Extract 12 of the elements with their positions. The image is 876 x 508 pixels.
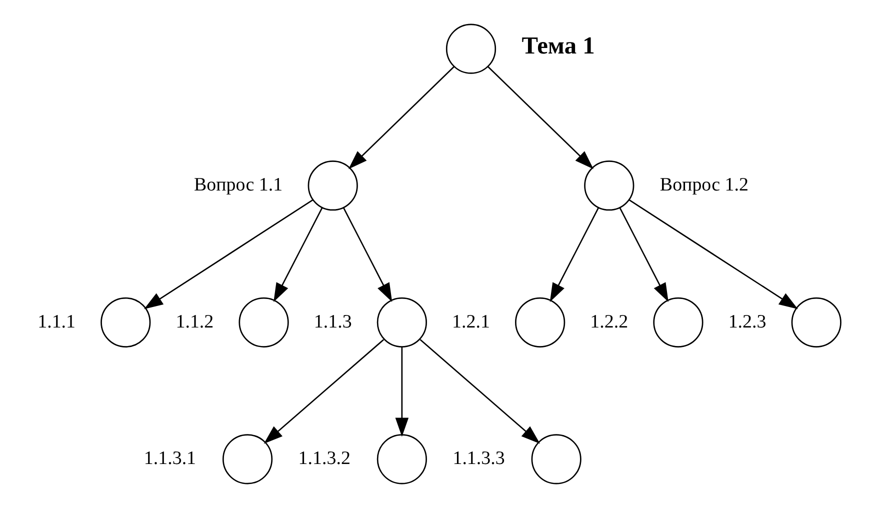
node-label: Вопрос 1.1 <box>194 174 282 196</box>
node-label: 1.1.2 <box>175 311 214 332</box>
node-label: Вопрос 1.2 <box>659 174 748 196</box>
node-label: 1.1.3.2 <box>298 448 350 470</box>
node-label: 1.2.3 <box>728 311 766 332</box>
node-label: 1.1.3.3 <box>452 448 504 470</box>
node-label: 1.1.1 <box>37 311 76 332</box>
node-label: 1.2.1 <box>452 311 490 332</box>
node-label: 1.1.3 <box>313 311 352 332</box>
node-label: Тема 1 <box>521 32 594 60</box>
node-label: 1.1.3.1 <box>143 448 196 470</box>
node-label: 1.2.2 <box>590 311 628 332</box>
